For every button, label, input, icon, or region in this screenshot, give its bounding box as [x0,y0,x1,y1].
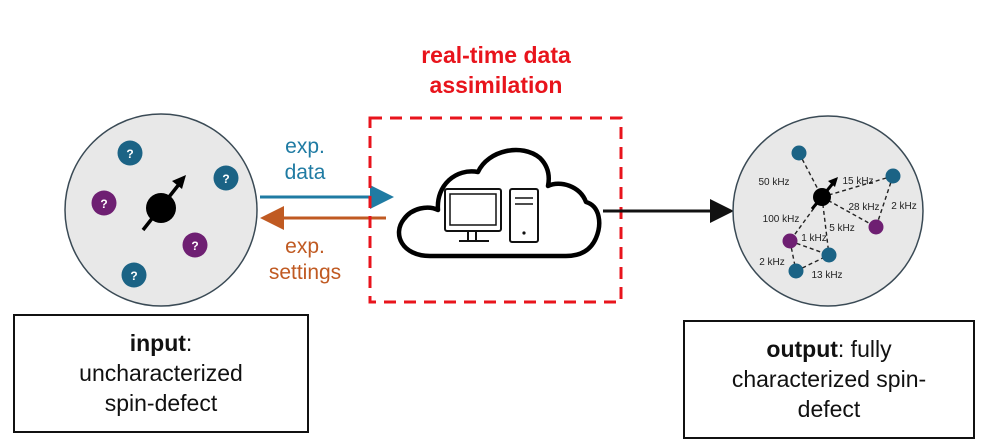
output-sample-circle [732,115,924,307]
coupling-label: 1 kHz [801,233,827,244]
unknown-spin-purple: ? [91,190,117,216]
coupling-label: 13 kHz [811,270,842,281]
title-line-1: real-time data [421,42,571,68]
title-line-2: assimilation [429,72,563,98]
spin-node-purple [782,233,798,249]
exp-settings-label-line-2: settings [268,261,342,284]
coupling-label: 15 kHz [842,176,873,187]
output-caption-line-2: characterized spin- [731,366,927,392]
output-caption-keyword: output [766,336,838,362]
input-caption-box: input: uncharacterized spin-defect [13,314,309,433]
spin-node-blue [788,263,804,279]
svg-text:?: ? [126,147,133,161]
output-caption-line-1: output: fully [685,334,973,364]
output-caption-line-3: defect [797,396,861,422]
svg-text:?: ? [191,239,198,253]
central-spin-icon [141,175,186,232]
unknown-spin-purple: ? [182,232,208,258]
central-spin-icon [810,177,838,210]
coupling-label: 28 kHz [848,202,879,213]
monitor-icon [444,188,502,242]
exp-settings-label-line-1: exp. [285,235,325,258]
svg-text:?: ? [130,269,137,283]
assimilation-title: real-time data assimilation [370,40,622,100]
unknown-spin-blue: ? [117,140,143,166]
cloud-computer-icon [396,147,602,259]
spin-node-blue [791,145,807,161]
unknown-spin-blue: ? [121,262,147,288]
exp-settings-label: exp. settings [255,234,355,286]
input-spin-system: ? ? ? ? ? [64,113,258,307]
coupling-label: 2 kHz [759,257,785,268]
svg-text:?: ? [100,197,107,211]
spin-node-blue [821,247,837,263]
exp-data-label-line-2: data [284,161,326,184]
output-caption-box: output: fully characterized spin- defect [683,320,975,439]
coupling-label: 2 kHz [891,201,917,212]
computer-tower-icon [509,188,539,243]
output-spin-system: 50 kHz 15 kHz 28 kHz 2 kHz 100 kHz 5 kHz… [732,115,924,307]
svg-text:?: ? [222,172,229,186]
coupling-label: 5 kHz [829,223,855,234]
spin-node-purple [868,219,884,235]
coupling-label: 100 kHz [763,214,800,225]
exp-data-label-line-1: exp. [285,135,325,158]
input-caption-line-1: input: [15,328,307,358]
spin-node-blue [885,168,901,184]
coupling-label: 50 kHz [758,177,789,188]
exp-data-label: exp. data [255,134,355,186]
input-caption-keyword: input [129,330,186,356]
input-caption-colon: : [185,330,193,356]
input-caption-line-2: uncharacterized [79,360,243,386]
output-caption-rest: : fully [837,336,892,362]
unknown-spin-blue: ? [213,165,239,191]
input-caption-line-3: spin-defect [104,390,218,416]
